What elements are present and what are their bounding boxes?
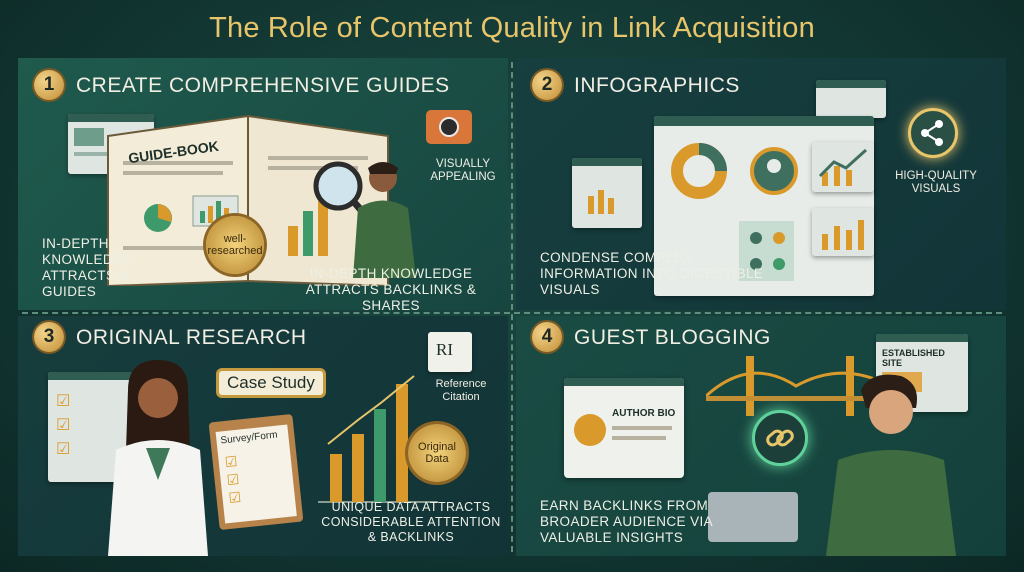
laptop-icon (708, 492, 798, 542)
browser-window-icon (816, 80, 886, 118)
well-researched-seal: well-researched (206, 216, 264, 274)
author-bio-card: AUTHOR BIO (564, 378, 684, 478)
section-number: 4 (532, 322, 562, 352)
bottom-caption: IN-DEPTH KNOWLEDGE ATTRACTS BACKLINKS & … (305, 266, 477, 310)
line-chart-icon (812, 142, 874, 192)
camera-icon (426, 110, 472, 144)
rising-bar-chart (318, 375, 438, 503)
section-caption: EARN BACKLINKS FROM BROADER AUDIENCE VIA… (540, 498, 713, 545)
section-heading: GUEST BLOGGING (574, 326, 771, 349)
link-icon (752, 410, 808, 466)
section-guides: 1 CREATE COMPREHENSIVE GUIDES GUIDE-BOOK… (18, 58, 508, 310)
researcher-illustration (108, 360, 208, 556)
page-title: The Role of Content Quality in Link Acqu… (209, 12, 815, 44)
reference-icon: RI (428, 332, 472, 372)
dashboard-charts (671, 143, 798, 281)
section-guest-blogging: 4 GUEST BLOGGING ESTABLISHED SITE AUTHOR… (516, 316, 1006, 556)
section-caption: CONDENSE COMPLEX INFORMATION INTO DIGEST… (540, 250, 764, 297)
section-caption: UNIQUE DATA ATTRACTS CONSIDERABLE ATTENT… (321, 500, 501, 544)
browser-window-icon (572, 158, 642, 228)
section-heading: ORIGINAL RESEARCH (76, 326, 307, 349)
avatar (574, 414, 606, 446)
share-icon (908, 108, 958, 158)
section-infographics: 2 INFOGRAPHICS (516, 58, 1006, 310)
divider-vertical (511, 62, 513, 552)
person-illustration (353, 162, 416, 278)
original-data-seal: Original Data (408, 424, 466, 482)
clipboard-icon: Survey/Form ☑☑☑ (208, 413, 304, 531)
case-study-badge: Case Study (216, 368, 326, 398)
left-caption: IN-DEPTH KNOWLEDGE ATTRACTS & GUIDES (42, 236, 134, 299)
section-number: 3 (34, 322, 64, 352)
bar-chart-icon (812, 208, 874, 256)
high-quality-callout: HIGH-QUALITY VISUALS (895, 170, 977, 195)
visually-appealing-callout: VISUALLY APPEALING (430, 158, 496, 183)
section-heading: INFOGRAPHICS (574, 74, 740, 97)
section-number: 2 (532, 70, 562, 100)
section-heading: CREATE COMPREHENSIVE GUIDES (76, 74, 450, 97)
section-number: 1 (34, 70, 64, 100)
divider-horizontal (22, 312, 1002, 314)
blogger-illustration (826, 374, 956, 556)
reference-caption: Reference Citation (435, 378, 487, 403)
section-original-research: 3 ORIGINAL RESEARCH ☑☑☑ Case Study Surve… (18, 316, 508, 556)
